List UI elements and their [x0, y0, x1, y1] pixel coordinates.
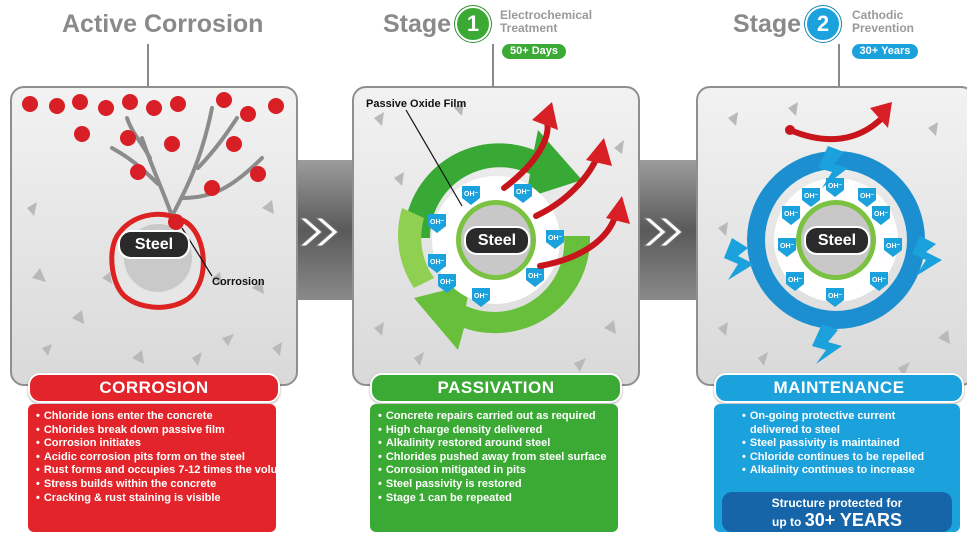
double-chevron-icon [298, 217, 339, 247]
svg-text:OH⁻: OH⁻ [430, 259, 445, 266]
maintenance-panel: OH⁻ OH⁻ OH⁻ OH⁻ OH⁻ OH⁻ OH⁻ OH⁻ OH⁻ OH⁻ Steel [696, 86, 967, 386]
stage-1-subtitle-2: Treatment [500, 21, 558, 35]
title-connector-line [838, 44, 840, 86]
stage-1-subtitle-1: Electrochemical [500, 8, 593, 22]
svg-text:OH⁻: OH⁻ [828, 293, 843, 300]
svg-text:OH⁻: OH⁻ [464, 191, 479, 198]
bullet: Alkalinity restored around steel [378, 437, 610, 451]
bullet: On-going protective current [742, 410, 952, 424]
svg-text:OH⁻: OH⁻ [548, 235, 563, 242]
bullet: Corrosion mitigated in pits [378, 464, 610, 478]
connector-pipe-2 [632, 160, 702, 300]
stage-2-title: Stage [733, 10, 802, 38]
maintenance-bar: MAINTENANCE [714, 373, 964, 403]
bullet: Cracking & rust staining is visible [36, 492, 268, 506]
connector-pipe-1 [288, 160, 358, 300]
bullet: Chloride ions enter the concrete [36, 410, 268, 424]
footer-value: 30+ YEARS [804, 510, 902, 530]
svg-text:OH⁻: OH⁻ [872, 277, 887, 284]
stage-2-number: 2 [816, 11, 830, 36]
bullet-continuation: delivered to steel [750, 423, 840, 436]
footer-line-2: up to 30+ YEARS [722, 510, 952, 532]
stage-2-duration-badge: 30+ Years [852, 44, 918, 59]
steel-bar-label: Steel [464, 226, 530, 255]
passivation-bar: PASSIVATION [370, 373, 622, 403]
stage-2-subtitle-1: Cathodic [852, 8, 904, 22]
stage-1-number: 1 [466, 11, 480, 36]
bullet: Stage 1 can be repeated [378, 492, 610, 506]
passivation-bullets: Concrete repairs carried out as required… [370, 404, 618, 532]
svg-text:OH⁻: OH⁻ [874, 211, 889, 218]
bullet: Chlorides pushed away from steel surface [378, 451, 610, 465]
double-chevron-icon [642, 217, 683, 247]
svg-text:OH⁻: OH⁻ [886, 243, 901, 250]
svg-text:OH⁻: OH⁻ [784, 211, 799, 218]
stage-1-title: Stage [383, 10, 452, 38]
steel-bar-label: Steel [118, 230, 190, 259]
bullet: Alkalinity continues to increase [742, 464, 952, 478]
bullet: Acidic corrosion pits form on the steel [36, 451, 268, 465]
bullet: Stress builds within the concrete [36, 478, 268, 492]
stage-1-duration-badge: 50+ Days [502, 44, 566, 59]
bullet: High charge density delivered [378, 424, 610, 438]
corrosion-bullets: Chloride ions enter the concrete Chlorid… [28, 404, 293, 532]
svg-text:OH⁻: OH⁻ [788, 277, 803, 284]
svg-text:OH⁻: OH⁻ [430, 219, 445, 226]
footer-prefix: up to [772, 515, 802, 529]
passivation-diagram: OH⁻ OH⁻ OH⁻ OH⁻ OH⁻ OH⁻ OH⁻ OH⁻ [374, 102, 630, 372]
svg-text:OH⁻: OH⁻ [828, 183, 843, 190]
svg-text:OH⁻: OH⁻ [804, 193, 819, 200]
stage-2-subtitle-2: Prevention [852, 21, 915, 35]
svg-text:OH⁻: OH⁻ [528, 273, 543, 280]
corrosion-bar: CORROSION [28, 373, 280, 403]
svg-text:OH⁻: OH⁻ [516, 189, 531, 196]
svg-text:OH⁻: OH⁻ [860, 193, 875, 200]
bullet: Corrosion initiates [36, 437, 268, 451]
title-connector-line [492, 44, 494, 86]
footer-line-1: Structure protected for [771, 496, 903, 510]
svg-text:OH⁻: OH⁻ [474, 293, 489, 300]
passivation-panel: OH⁻ OH⁻ OH⁻ OH⁻ OH⁻ OH⁻ OH⁻ OH⁻ Passive Oxid… [352, 86, 640, 386]
steel-bar-label: Steel [804, 226, 870, 255]
corrosion-label: Corrosion [212, 276, 265, 288]
svg-text:OH⁻: OH⁻ [780, 243, 795, 250]
bullet: Chlorides break down passive film [36, 424, 268, 438]
passive-oxide-film-label: Passive Oxide Film [366, 98, 467, 110]
stage-1-number-icon: 1 [455, 6, 491, 42]
active-corrosion-title: Active Corrosion [62, 10, 264, 38]
bullet: Concrete repairs carried out as required [378, 410, 610, 424]
bullet: Chloride continues to be repelled [742, 451, 952, 465]
title-connector-line [147, 44, 149, 86]
bullet: Steel passivity is restored [378, 478, 610, 492]
protection-footer: Structure protected for up to 30+ YEARS [722, 492, 952, 532]
corrosion-panel: Steel Corrosion [10, 86, 298, 386]
bullet: Steel passivity is maintained [742, 437, 952, 451]
stage-2-number-icon: 2 [805, 6, 841, 42]
bullet: Rust forms and occupies 7-12 times the v… [36, 464, 293, 478]
svg-text:OH⁻: OH⁻ [440, 279, 455, 286]
